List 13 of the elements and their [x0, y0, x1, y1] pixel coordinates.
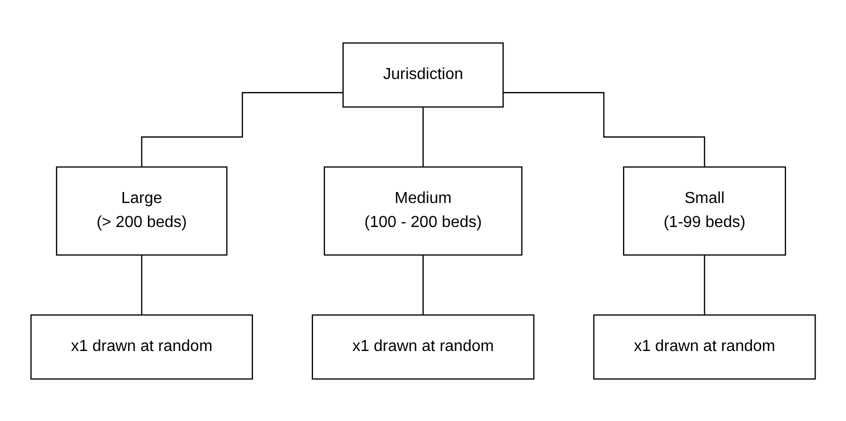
node-box: Jurisdiction: [342, 42, 504, 108]
connector: [704, 254, 705, 316]
connector: [503, 92, 705, 168]
node-box: x1 drawn at random: [30, 314, 253, 380]
node-box: Medium (100 - 200 beds): [324, 166, 522, 256]
connector: [141, 254, 142, 316]
node-box: x1 drawn at random: [593, 314, 816, 380]
connector: [141, 92, 343, 168]
node-box: Large (> 200 beds): [56, 166, 228, 256]
node-box: Small (1-99 beds): [622, 166, 786, 256]
node-box: x1 drawn at random: [312, 314, 534, 380]
connector: [422, 106, 424, 168]
connector: [422, 254, 424, 316]
